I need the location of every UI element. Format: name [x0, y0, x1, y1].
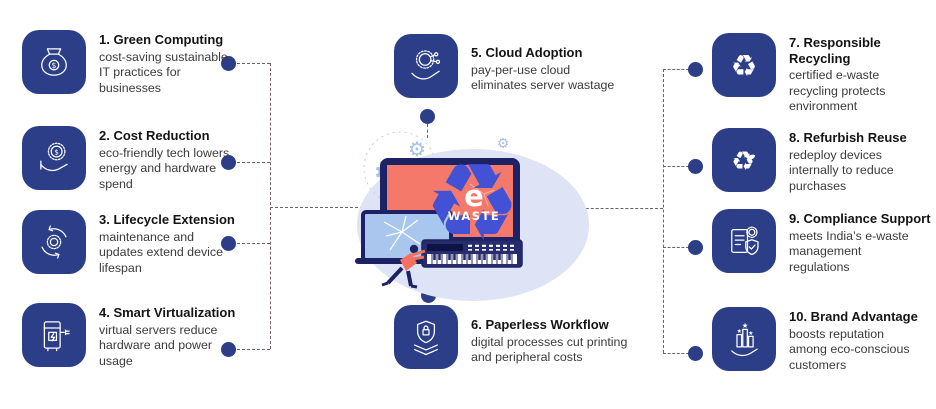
item-card-2: $ 2. Cost Reduction eco-friendly tech lo… [22, 126, 239, 192]
pushing-person [381, 244, 426, 289]
item-body: digital processes cut printing and perip… [471, 334, 628, 365]
item-body: pay-per-use cloud eliminates server wast… [471, 62, 615, 93]
svg-text:♻: ♻ [731, 147, 755, 177]
svg-text:$: $ [52, 61, 57, 70]
connector-line [566, 207, 663, 209]
connector-line [232, 242, 270, 244]
ewaste-illustration: ⚙ ⚙ ⚙ ♻ e WASTE [355, 131, 589, 301]
item-title: 1. Green Computing [99, 32, 224, 47]
svg-text:$: $ [54, 147, 59, 156]
money-bag-icon: $ [22, 30, 86, 94]
connector-dot [220, 55, 236, 71]
chart-stars-hand-icon: ★ ★ ★ [712, 307, 776, 371]
item-body: meets India’s e-waste management regulat… [789, 228, 909, 274]
svg-text:★: ★ [748, 330, 753, 337]
item-card-5: 5. Cloud Adoption pay-per-use cloud elim… [394, 34, 629, 98]
gear-cycle-icon [22, 210, 86, 274]
item-title: 10. Brand Advantage [789, 309, 918, 324]
connector-line [663, 68, 689, 70]
item-title: 5. Cloud Adoption [471, 45, 583, 60]
connector-line [663, 69, 664, 353]
connector-dot [687, 239, 703, 255]
ewaste-label-waste: WASTE [448, 209, 501, 223]
connector-line [427, 124, 428, 138]
recycle-arrows-icon: ♻ [712, 33, 776, 97]
connector-line [270, 206, 418, 208]
connector-dot [687, 158, 703, 174]
item-title: 8. Refurbish Reuse [789, 130, 907, 145]
item-body: redeploy devices internally to reduce pu… [789, 147, 894, 193]
hand-cloud-gear-icon [394, 34, 458, 98]
item-body: virtual servers reduce hardware and powe… [99, 322, 218, 368]
connector-dot [220, 341, 236, 357]
item-card-8: ♻ 8. Refurbish Reuse redeploy devices in… [712, 128, 921, 194]
item-card-6: 6. Paperless Workflow digital processes … [394, 305, 629, 369]
connector-line [663, 352, 689, 354]
connector-line [270, 63, 271, 349]
connector-line [663, 246, 689, 248]
hand-gear-dollar-icon: $ [22, 126, 86, 190]
item-body: cost-saving sustainable IT practices for… [99, 49, 228, 95]
item-body: eco-friendly tech lowers energy and hard… [99, 145, 230, 191]
discarded-keyboard [421, 239, 523, 268]
item-title: 9. Compliance Support [789, 211, 931, 226]
item-title: 6. Paperless Workflow [471, 317, 609, 332]
connector-dot [419, 108, 435, 124]
item-card-3: 3. Lifecycle Extension maintenance and u… [22, 210, 239, 276]
gear-decoration-icon: ⚙ [408, 137, 426, 161]
server-plug-icon [22, 303, 86, 367]
item-card-9: 9. Compliance Support meets India’s e-wa… [712, 209, 931, 275]
document-shield-check-icon [712, 209, 776, 273]
item-body: maintenance and updates extend device li… [99, 229, 223, 275]
item-card-7: ♻ 7. Responsible Recycling certified e-w… [712, 33, 936, 115]
svg-text:★: ★ [737, 328, 742, 335]
recycle-leaf-icon: ♻ [712, 128, 776, 192]
item-card-10: ★ ★ ★ 10. Brand Advantage boosts reputat… [712, 307, 921, 373]
connector-line [663, 165, 689, 167]
recycle-symbol-icon: ♻ [424, 141, 521, 266]
connector-line [232, 161, 270, 163]
item-body: boosts reputation among eco-conscious cu… [789, 326, 910, 372]
item-title: 7. Responsible Recycling [789, 35, 881, 66]
svg-text:♻: ♻ [731, 49, 758, 84]
svg-text:★: ★ [742, 321, 749, 330]
connector-dot [220, 235, 236, 251]
item-title: 2. Cost Reduction [99, 128, 210, 143]
connector-dot [687, 345, 703, 361]
connector-dot [687, 61, 703, 77]
item-body: certified e-waste recycling protects env… [789, 68, 886, 113]
item-title: 4. Smart Virtualization [99, 305, 236, 320]
connector-line [232, 348, 270, 350]
ewaste-label-e: e [464, 179, 484, 213]
item-title: 3. Lifecycle Extension [99, 212, 235, 227]
item-card-1: $ 1. Green Computing cost-saving sustain… [22, 30, 239, 96]
gear-decoration-icon: ⚙ [497, 136, 510, 152]
item-card-4: 4. Smart Virtualization virtual servers … [22, 303, 239, 369]
shield-lock-layers-icon [394, 305, 458, 369]
connector-dot [220, 154, 236, 170]
connector-line [232, 62, 270, 64]
